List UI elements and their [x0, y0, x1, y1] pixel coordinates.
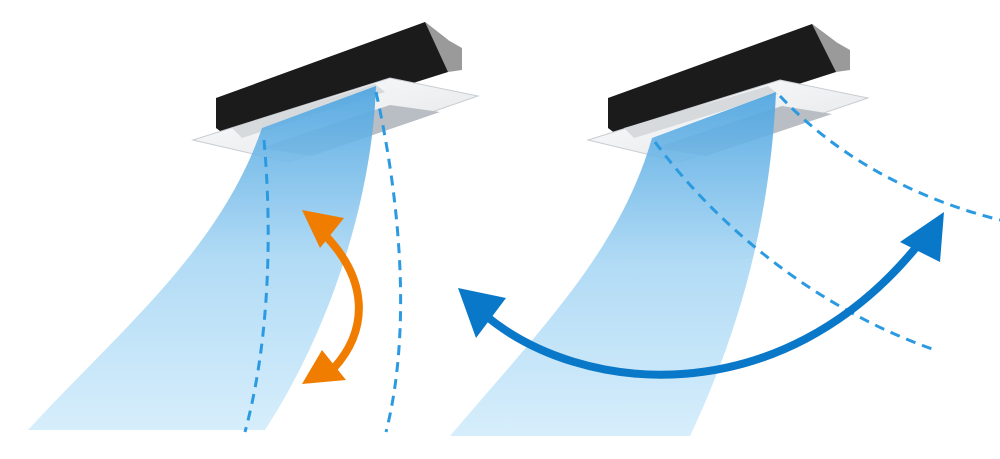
horizontal-swing-arrow [458, 212, 944, 379]
unit-body [608, 24, 836, 140]
right-airflow [450, 92, 776, 436]
right-dashed-line-lower [653, 141, 936, 352]
left-dashed-line-outer [374, 91, 403, 433]
arrowhead-right [900, 212, 944, 262]
unit-body [216, 22, 448, 140]
arrowhead-down [302, 350, 346, 384]
arrowhead-left [458, 288, 506, 338]
left-dashed-line-inner [243, 139, 270, 433]
unit-side-fittings [812, 24, 850, 72]
vertical-swing-arrow [302, 210, 363, 384]
unit-side-fittings [425, 22, 462, 72]
left-airflow [28, 86, 376, 430]
right-dashed-line-upper [778, 94, 1000, 222]
arrowhead-up [302, 210, 344, 248]
unit-louver [624, 86, 778, 138]
